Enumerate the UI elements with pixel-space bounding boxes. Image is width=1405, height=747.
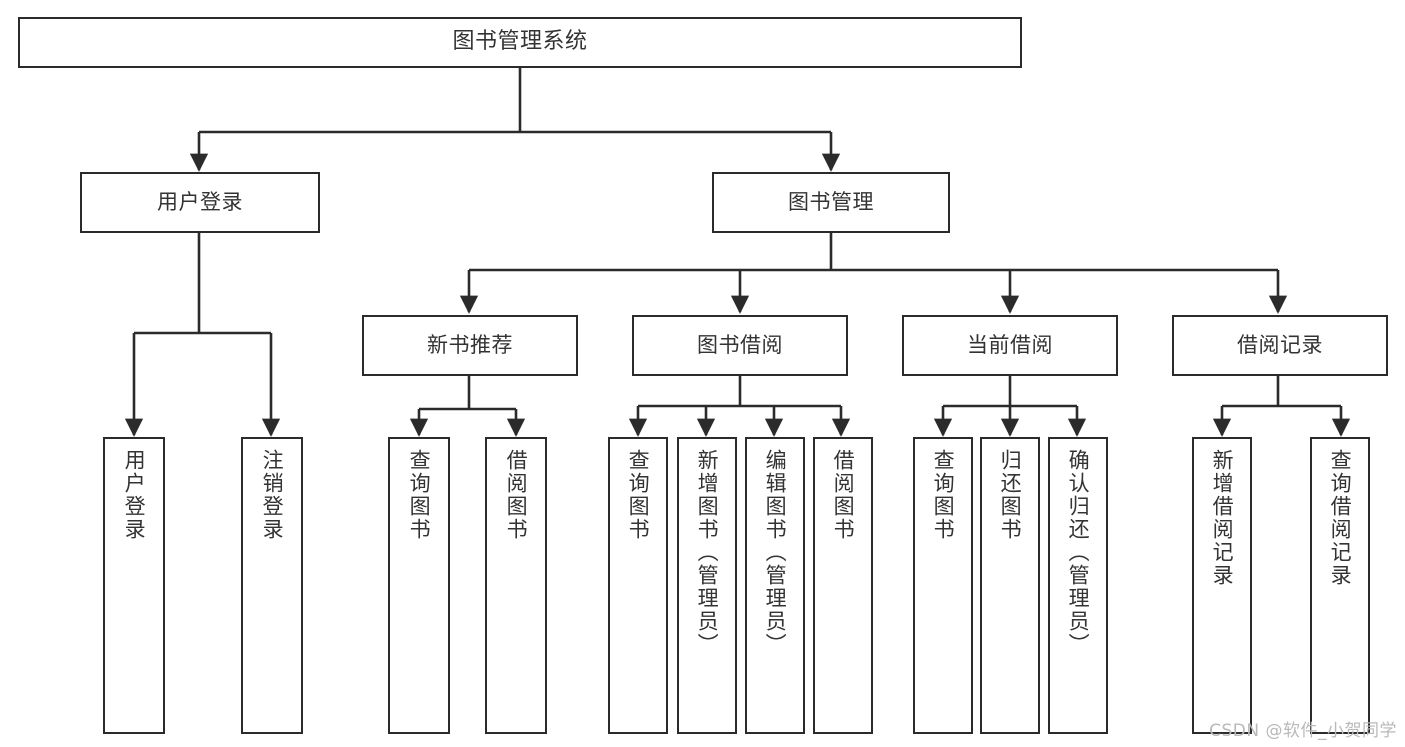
node-leaf-query-book-2[interactable]: 查询图书: [608, 437, 668, 734]
node-leaf-edit-book-label: 编辑图书（管理员）: [763, 449, 788, 656]
node-leaf-user-login[interactable]: 用户登录: [103, 437, 165, 734]
node-user-login-label: 用户登录: [157, 189, 243, 214]
node-root-label: 图书管理系统: [452, 29, 588, 55]
node-leaf-return-book-label: 归还图书: [998, 449, 1023, 541]
node-book-borrow-label: 图书借阅: [697, 332, 783, 357]
node-leaf-query-book-2-label: 查询图书: [626, 449, 651, 541]
node-leaf-confirm-return[interactable]: 确认归还（管理员）: [1048, 437, 1108, 734]
node-leaf-borrow-book-1[interactable]: 借阅图书: [485, 437, 547, 734]
node-current-borrow-label: 当前借阅: [967, 332, 1053, 357]
node-leaf-add-record[interactable]: 新增借阅记录: [1192, 437, 1252, 734]
node-leaf-query-record-label: 查询借阅记录: [1328, 449, 1353, 587]
watermark-text: CSDN @软件_小贺同学: [1209, 721, 1397, 741]
node-leaf-query-book-3[interactable]: 查询图书: [913, 437, 973, 734]
node-root[interactable]: 图书管理系统: [18, 17, 1022, 68]
node-leaf-return-book[interactable]: 归还图书: [980, 437, 1040, 734]
node-leaf-borrow-book-1-label: 借阅图书: [504, 449, 529, 541]
node-leaf-borrow-book-2-label: 借阅图书: [831, 449, 856, 541]
node-leaf-add-book[interactable]: 新增图书（管理员）: [677, 437, 737, 734]
node-leaf-user-login-label: 用户登录: [122, 449, 147, 541]
node-user-login[interactable]: 用户登录: [80, 172, 320, 233]
node-new-book-recommend-label: 新书推荐: [427, 332, 513, 357]
node-leaf-logout[interactable]: 注销登录: [241, 437, 303, 734]
node-leaf-borrow-book-2[interactable]: 借阅图书: [813, 437, 873, 734]
node-book-borrow[interactable]: 图书借阅: [632, 315, 848, 376]
node-leaf-query-book-3-label: 查询图书: [931, 449, 956, 541]
node-current-borrow[interactable]: 当前借阅: [902, 315, 1118, 376]
node-borrow-record[interactable]: 借阅记录: [1172, 315, 1388, 376]
node-leaf-query-book-1[interactable]: 查询图书: [388, 437, 450, 734]
node-leaf-logout-label: 注销登录: [260, 449, 285, 541]
node-borrow-record-label: 借阅记录: [1237, 332, 1323, 357]
node-leaf-query-book-1-label: 查询图书: [407, 449, 432, 541]
node-leaf-query-record[interactable]: 查询借阅记录: [1310, 437, 1370, 734]
node-book-manage-label: 图书管理: [788, 189, 874, 214]
node-book-manage[interactable]: 图书管理: [712, 172, 950, 233]
node-leaf-add-record-label: 新增借阅记录: [1210, 449, 1235, 587]
node-leaf-confirm-return-label: 确认归还（管理员）: [1066, 449, 1091, 656]
node-leaf-edit-book[interactable]: 编辑图书（管理员）: [745, 437, 805, 734]
node-leaf-add-book-label: 新增图书（管理员）: [695, 449, 720, 656]
node-new-book-recommend[interactable]: 新书推荐: [362, 315, 578, 376]
